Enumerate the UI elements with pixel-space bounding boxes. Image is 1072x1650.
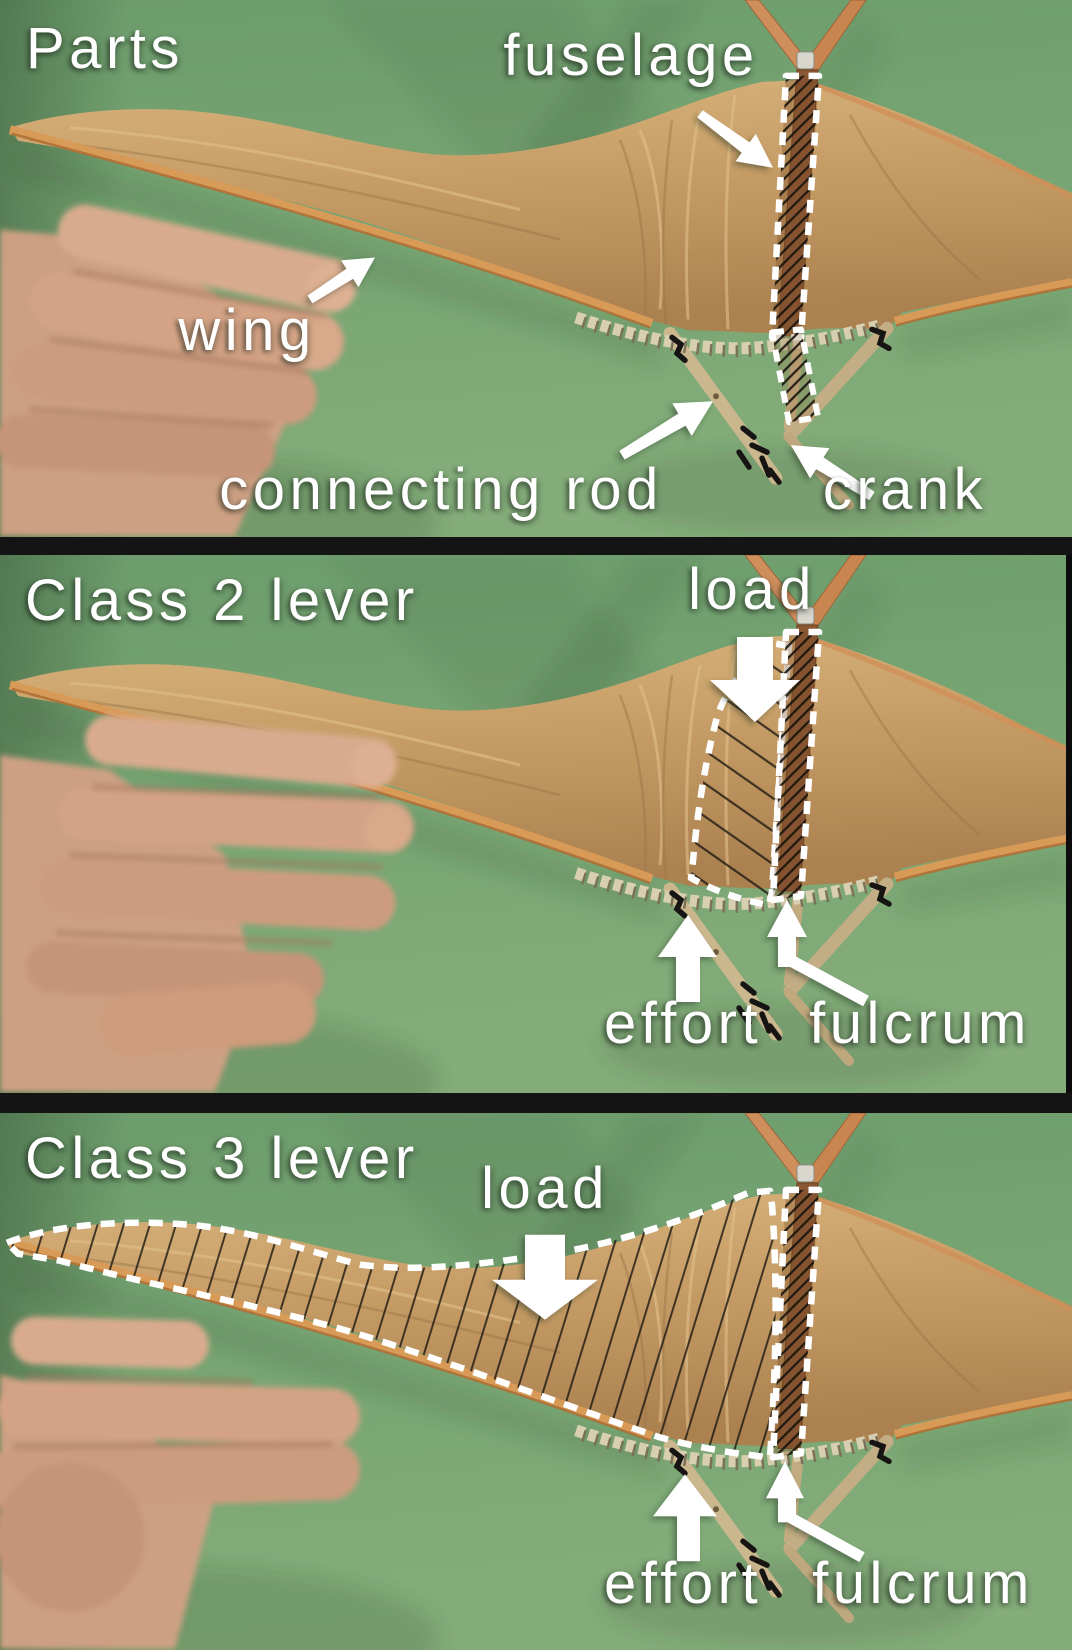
load-arrow-icon (710, 637, 800, 722)
label-effort: effort (603, 1551, 763, 1616)
fulcrum-leader-line (785, 953, 869, 1007)
connecting-rod-arrow-icon (619, 401, 713, 460)
panel-class-2-lever: Class 2 lever load effort fulcrum (0, 555, 1072, 1093)
crank-highlight-outline (769, 326, 821, 426)
separator-bar (0, 537, 1072, 555)
crank-arrow-icon (791, 445, 875, 501)
label-load: load (481, 1156, 609, 1221)
separator-bar (0, 1093, 1072, 1113)
wing-arrow-icon (307, 257, 375, 304)
load-arrow-icon (492, 1234, 598, 1320)
fulcrum-arrow-icon (766, 1461, 804, 1523)
photo-scene-class3 (0, 1113, 1072, 1650)
label-fulcrum: fulcrum (812, 1551, 1034, 1616)
label-fuselage: fuselage (503, 23, 759, 88)
label-fulcrum: fulcrum (809, 991, 1031, 1056)
fulcrum-leader-line (785, 1511, 865, 1562)
load-region-outline (3, 1187, 779, 1461)
label-wing: wing (178, 298, 316, 363)
fuselage-highlight-outline (769, 628, 823, 904)
photo-scene-parts (0, 0, 1072, 537)
label-crank: crank (822, 457, 988, 522)
label-load: load (688, 557, 816, 622)
fulcrum-arrow-icon (767, 900, 807, 967)
panel-title: Class 2 lever (25, 568, 419, 633)
effort-arrow-icon (658, 915, 717, 1002)
frame-edge (1066, 555, 1072, 1093)
panel-title: Class 3 lever (25, 1126, 419, 1191)
label-connecting-rod: connecting rod (219, 457, 663, 522)
panel-class-3-lever: Class 3 lever load effort fulcrum (0, 1113, 1072, 1650)
fuselage-highlight-outline (768, 72, 823, 341)
fuselage-arrow-icon (697, 110, 773, 168)
fuselage-highlight-outline (769, 1186, 823, 1461)
panel-title: Parts (26, 16, 184, 81)
photo-scene-class2 (0, 555, 1072, 1093)
label-effort: effort (603, 991, 763, 1056)
effort-arrow-icon (653, 1474, 717, 1562)
panel-parts: Parts fuselage wing connecting rod crank (0, 0, 1072, 537)
